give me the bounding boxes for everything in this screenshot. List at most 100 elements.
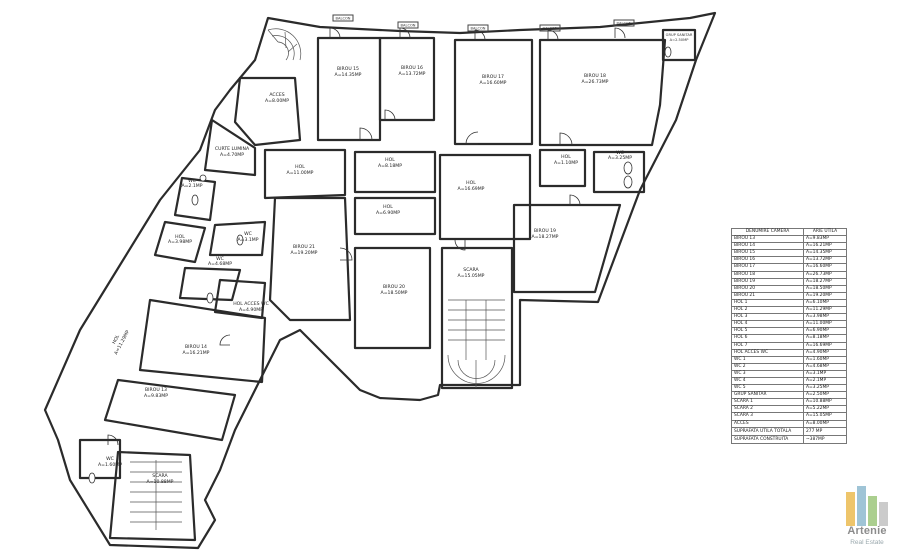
wc-3-room xyxy=(592,150,646,194)
legend-room-name: BIROU 18 xyxy=(731,270,804,279)
room-area: A=18.27MP xyxy=(532,234,559,240)
legend-room-area: A=16.21MP xyxy=(803,242,847,251)
wc-left-room-2 xyxy=(208,220,267,257)
room-name: BIROU 16 xyxy=(401,65,423,71)
room-name: HOL xyxy=(175,234,185,240)
legend-room-name: BIROU 16 xyxy=(731,256,804,265)
legend-total-value: ~387MP xyxy=(803,434,847,444)
legend-room-name: WC 1 xyxy=(731,355,804,364)
room-name: BIROU 15 xyxy=(337,66,359,72)
logo-bar-1 xyxy=(846,492,855,526)
legend-room-name: GRUP SANITAR xyxy=(731,391,804,400)
curte-lumina-room xyxy=(203,118,257,177)
legend-room-name: BIROU 21 xyxy=(731,291,804,300)
legend-room-name: WC 3 xyxy=(731,369,804,378)
legend-room-name: WC 2 xyxy=(731,362,804,371)
room-name: HOL xyxy=(295,164,305,170)
room-area: A=14.35MP xyxy=(335,72,362,78)
main-stair xyxy=(447,299,506,388)
hol-1-room xyxy=(538,148,587,188)
room-area: A=4.68MP xyxy=(208,261,232,267)
balcony-label-3: BALCON xyxy=(471,27,486,31)
balcony-label-1: BALCON xyxy=(336,17,351,21)
legend-header-name: DENUMIRE CAMERA xyxy=(731,227,804,237)
room-name: WC xyxy=(216,256,224,262)
room-name: WC xyxy=(106,456,114,462)
legend-total-row: SUPRAFATA CONSTRUITA~387MP xyxy=(731,434,847,444)
legend-room-name: HOL 1 xyxy=(731,298,804,308)
balcony-label-5: BALCON xyxy=(617,22,632,26)
legend-room-area: A=3.98MP xyxy=(803,313,847,322)
legend-room-area: A=3.25MP xyxy=(803,384,847,393)
legend-room-area: A=11.00MP xyxy=(803,320,847,329)
hol-6-room xyxy=(353,196,437,236)
room-area: A=11.00MP xyxy=(287,170,314,176)
birou-14-room xyxy=(138,298,267,384)
room-name: BIROU 13 xyxy=(145,387,167,393)
legend-total-value: 277 MP xyxy=(803,426,847,436)
room-area: A=9.83MP xyxy=(144,393,168,399)
legend-room-name: BIROU 14 xyxy=(731,242,804,251)
legend-room-area: A=9.83MP xyxy=(803,235,847,244)
scara-3-room xyxy=(440,246,514,390)
legend-room-name: HOL 6 xyxy=(731,334,804,343)
legend-total-name: SUPRAFATA UTILA TOTALA xyxy=(731,426,804,436)
legend-room-area: A=4.68MP xyxy=(803,362,847,371)
room-area: A=6.90MP xyxy=(376,210,400,216)
legend-room-area: A=19.20MP xyxy=(803,291,847,300)
legend-room-area: A=4.90MP xyxy=(803,348,847,357)
legend-room-area: A=3.1MP xyxy=(803,369,847,378)
balcony-label-4: BALCON xyxy=(543,27,558,31)
acces-room xyxy=(233,76,302,147)
room-labels: BIROU 15 A=14.35MP BIROU 16 A=13.72MP BI… xyxy=(98,65,632,485)
room-area: A=16.60MP xyxy=(480,80,507,86)
room-area: A=18.50MP xyxy=(381,290,408,296)
legend-room-area: A=2.1MP xyxy=(803,376,847,386)
room-name: CURTE LUMINA xyxy=(215,146,250,152)
logo-brand-text: Artenie xyxy=(847,525,887,537)
legend-room-name: BIROU 15 xyxy=(731,249,804,258)
room-name: SCARA xyxy=(152,473,168,479)
room-area: A=3.25MP xyxy=(608,155,632,161)
room-name: WC xyxy=(188,178,196,184)
legend-header-value: ARIE UTILA xyxy=(803,227,847,237)
legend-room-name: BIROU 20 xyxy=(731,284,804,293)
room-area: A=16.69MP xyxy=(458,186,485,192)
room-name: HOL xyxy=(561,154,571,160)
legend-room-name: HOL 7 xyxy=(731,341,804,350)
wc-1-room xyxy=(78,438,122,480)
room-area: A=19.20MP xyxy=(291,250,318,256)
birou-21-room xyxy=(268,196,352,322)
room-name: BIROU 18 xyxy=(584,73,606,79)
room-area: A=4.70MP xyxy=(220,152,244,158)
room-area: A=15.05MP xyxy=(458,273,485,279)
room-name: ACCES xyxy=(269,92,284,98)
legend-room-name: SCARA 1 xyxy=(731,398,804,407)
birou-15-room xyxy=(316,36,382,142)
room-name: BIROU 21 xyxy=(293,244,315,250)
legend-room-name: ACCES xyxy=(731,419,804,428)
room-name: HOL xyxy=(383,204,393,210)
logo-bar-4 xyxy=(879,502,888,526)
legend-room-name: WC 4 xyxy=(731,376,804,386)
logo-building-icon xyxy=(846,486,888,526)
room-area: A=2.1MP xyxy=(181,183,202,189)
grup-sanitar-name: GRUP SANITAR xyxy=(666,33,693,37)
legend-room-area: A=2.50MP xyxy=(803,391,847,400)
